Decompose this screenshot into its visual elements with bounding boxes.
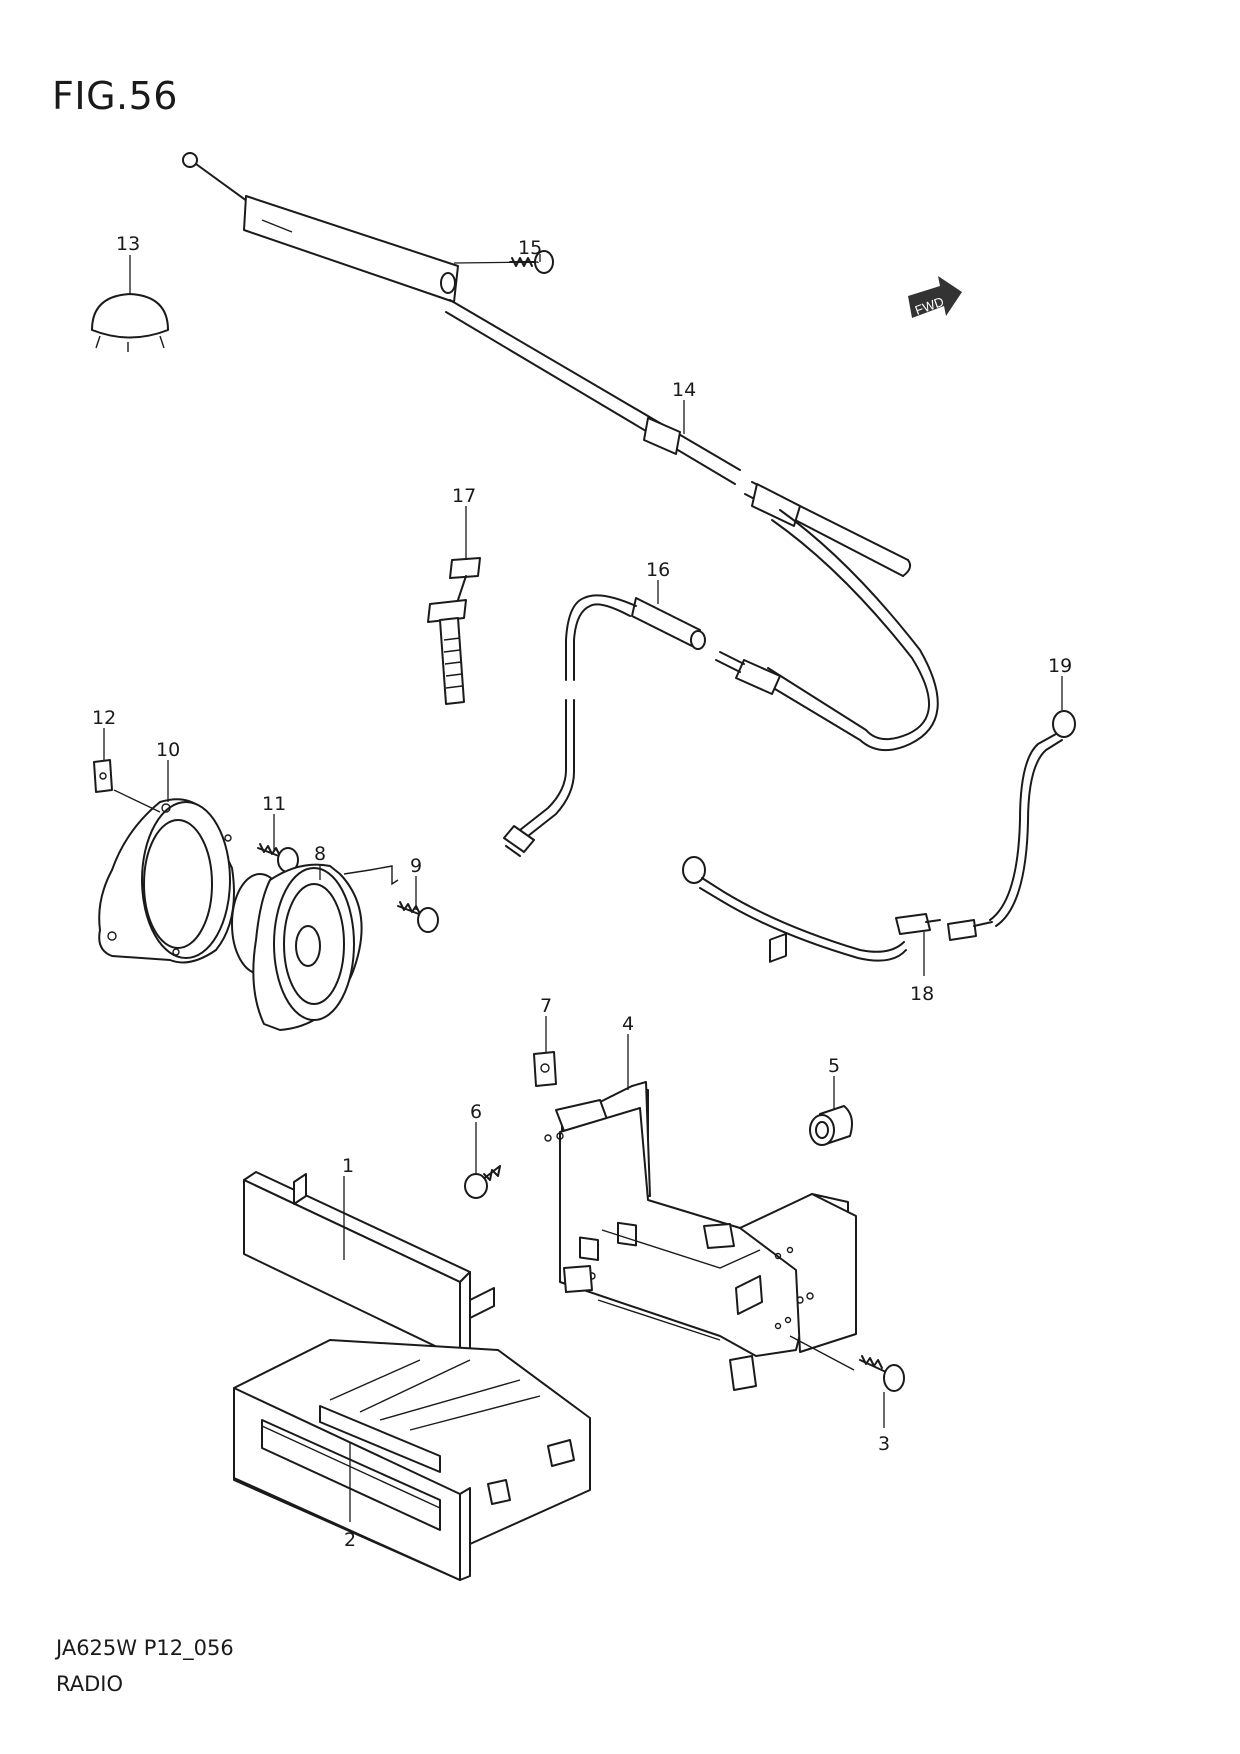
callout-6: 6 xyxy=(470,1101,482,1123)
callout-8: 8 xyxy=(314,843,326,865)
antenna-assembly xyxy=(182,152,939,751)
callout-9: 9 xyxy=(410,855,422,877)
speaker-8 xyxy=(231,863,371,1031)
clip-nut-7 xyxy=(533,1051,557,1087)
leader-lines xyxy=(103,254,1063,1522)
figure-title: FIG.56 xyxy=(52,74,178,118)
extension-cable-16 xyxy=(503,594,706,857)
callout-16: 16 xyxy=(646,559,670,581)
grommet-5 xyxy=(809,1105,853,1146)
callout-15: 15 xyxy=(518,237,542,259)
callout-3: 3 xyxy=(878,1433,890,1455)
clip-17 xyxy=(427,557,481,705)
speaker-bracket-10 xyxy=(98,798,235,964)
diagram-code: JA625W P12_056 xyxy=(56,1636,234,1660)
diagram-name: RADIO xyxy=(56,1672,123,1696)
clip-nut-12 xyxy=(93,759,113,793)
screw-9 xyxy=(369,865,439,933)
callout-10: 10 xyxy=(156,739,180,761)
callout-7: 7 xyxy=(540,995,552,1017)
callout-19: 19 xyxy=(1048,655,1072,677)
callout-14: 14 xyxy=(672,379,696,401)
callout-labels: 1 2 3 4 5 6 7 8 9 10 11 12 13 14 15 16 1… xyxy=(92,233,1072,1551)
callout-2: 2 xyxy=(344,1529,356,1551)
callout-11: 11 xyxy=(262,793,286,815)
callout-5: 5 xyxy=(828,1055,840,1077)
callout-12: 12 xyxy=(92,707,116,729)
screw-6 xyxy=(464,1165,501,1199)
callout-13: 13 xyxy=(116,233,140,255)
callout-4: 4 xyxy=(622,1013,634,1035)
callout-1: 1 xyxy=(342,1155,354,1177)
ground-wire-19 xyxy=(947,710,1076,941)
mounting-bracket-4 xyxy=(544,932,857,1391)
callout-17: 17 xyxy=(452,485,476,507)
radio-housing-2 xyxy=(233,1339,591,1581)
callout-18: 18 xyxy=(910,983,934,1005)
cap-13 xyxy=(91,293,169,352)
fwd-arrow-icon: FWD xyxy=(908,276,962,318)
screw-3 xyxy=(859,1355,905,1392)
ground-wire-18 xyxy=(682,856,941,962)
